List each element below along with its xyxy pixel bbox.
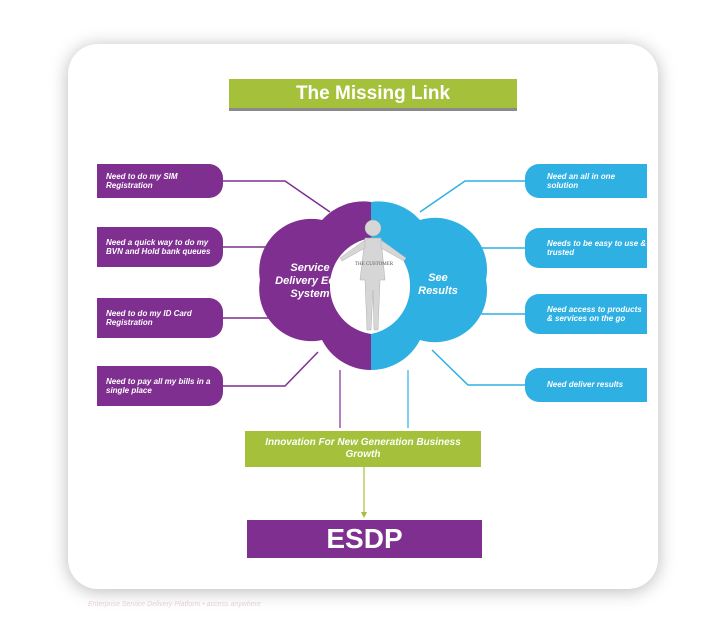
esdp-box: ESDP [247,520,482,558]
right-need-3: Need access to products & services on th… [525,294,647,334]
right-need-4: Need deliver results [525,368,647,402]
left-need-3: Need to do my ID Card Registration [97,298,223,338]
page-title: The Missing Link [229,79,517,111]
customer-figure [339,219,407,331]
connector-right-4 [431,349,525,386]
right-need-2: Needs to be easy to use & trusted [525,228,647,268]
connector-right-1 [419,180,525,213]
innovation-box: Innovation For New Generation Business G… [245,431,481,467]
left-circle-label: Service Delivery Eco-System [275,262,345,301]
right-ring [371,201,488,370]
left-ring [259,201,371,370]
footnote: Enterprise Service Delivery Platform • a… [88,601,261,608]
connector-left-4 [223,351,319,387]
left-need-4: Need to pay all my bills in a single pla… [97,366,223,406]
right-circle-label: See Results [418,272,458,298]
left-need-1: Need to do my SIM Registration [97,164,223,198]
right-need-1: Need an all in one solution [525,164,647,198]
left-ring-inner [329,238,371,334]
left-need-2: Need a quick way to do my BVN and Hold b… [97,227,223,267]
customer-label: THE CUSTOMER [354,262,394,267]
connector-left-1 [223,180,331,213]
